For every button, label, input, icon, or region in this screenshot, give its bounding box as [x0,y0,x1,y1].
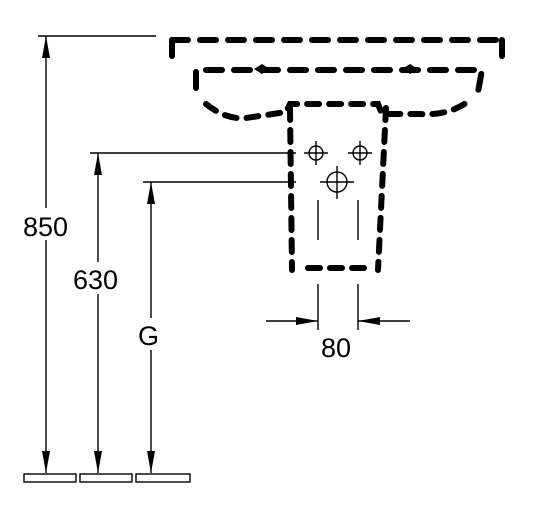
label-630: 630 [73,265,118,295]
label-850: 850 [23,212,68,242]
mounting-hole-right [402,64,418,74]
basin-outline [169,37,505,122]
mounting-hole-left [254,64,270,74]
dimension-630 [94,153,102,473]
supply-connections [304,141,372,199]
supply-connection-left-icon [304,141,328,165]
pedestal-left-side [287,105,295,273]
mounting-holes [254,64,418,74]
dimension-850 [42,36,50,473]
basin-inner-rim [193,67,486,95]
supply-connection-right-icon [348,141,372,165]
drain-connection-icon [320,166,354,199]
label-g: G [138,321,159,351]
floor-line [23,473,191,483]
extension-lines [38,35,359,330]
basin-bowl-bottom [203,97,473,122]
pedestal-outline [287,105,389,273]
label-80: 80 [321,333,351,363]
pedestal-right-side [375,105,389,273]
dimension-80 [266,317,410,325]
